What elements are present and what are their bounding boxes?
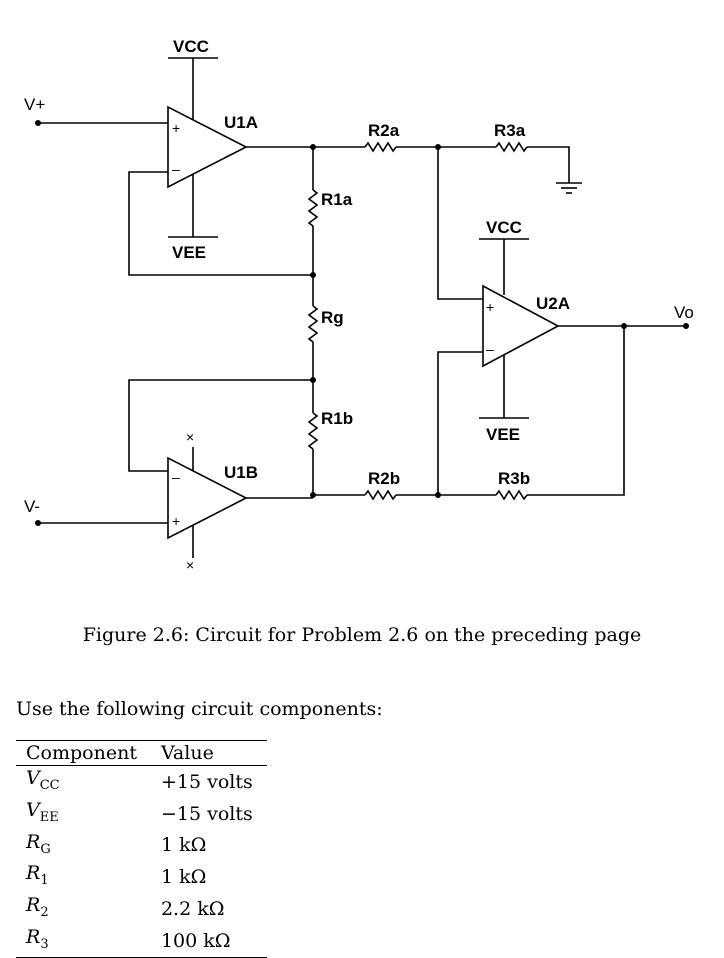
intro-text: Use the following circuit components: bbox=[16, 698, 383, 720]
u2a-minus-pin: – bbox=[486, 341, 494, 357]
value-cell: 1 kΩ bbox=[160, 834, 207, 857]
rg-label: Rg bbox=[321, 308, 344, 327]
table-row: RG 1 kΩ bbox=[16, 830, 267, 862]
value-cell: 1 kΩ bbox=[160, 866, 207, 889]
r2a-label: R2a bbox=[368, 121, 400, 140]
r2b-label: R2b bbox=[368, 469, 400, 488]
resistor-r2a bbox=[364, 141, 397, 153]
table-row: VEE −15 volts bbox=[16, 798, 267, 830]
u2a-plus-wire bbox=[437, 147, 483, 300]
r3b-label: R3b bbox=[498, 469, 530, 488]
r1a-label: R1a bbox=[321, 190, 353, 209]
opamp-u1a bbox=[167, 105, 248, 189]
circuit-diagram: VCC VEE V+ + – U1A R1a Rg R1b – + U1B × … bbox=[24, 37, 694, 573]
header-value: Value bbox=[150, 740, 267, 766]
value-cell: 2.2 kΩ bbox=[160, 898, 225, 921]
r1b-label: R1b bbox=[321, 409, 353, 428]
table-row: R2 2.2 kΩ bbox=[16, 893, 267, 925]
u1a-minus-pin: – bbox=[172, 161, 180, 177]
value-cell: +15 volts bbox=[160, 770, 253, 793]
header-component: Component bbox=[16, 740, 151, 766]
u2a-plus-pin: + bbox=[486, 299, 494, 315]
component-cell: R1 bbox=[26, 862, 49, 889]
value-cell: 100 kΩ bbox=[150, 924, 267, 958]
u2a-label: U2A bbox=[536, 294, 570, 313]
table-row: R1 1 kΩ bbox=[16, 861, 267, 893]
figure-caption: Figure 2.6: Circuit for Problem 2.6 on t… bbox=[82, 624, 642, 646]
u1a-label: U1A bbox=[224, 113, 258, 132]
vplus-label: V+ bbox=[24, 95, 45, 114]
resistor-r1a bbox=[307, 189, 319, 227]
u1b-nc-top: × bbox=[186, 429, 194, 445]
resistor-r3a bbox=[495, 141, 528, 153]
r3a-label: R3a bbox=[494, 121, 526, 140]
u1b-minus-pin: – bbox=[172, 469, 180, 485]
table-row: VCC +15 volts bbox=[16, 766, 267, 798]
u1a-plus-pin: + bbox=[172, 120, 180, 136]
vee-label-left: VEE bbox=[172, 243, 206, 262]
table-row: R3 100 kΩ bbox=[16, 924, 267, 958]
u1b-feedback-wire bbox=[128, 379, 313, 472]
u1b-nc-bottom: × bbox=[186, 557, 194, 573]
u1a-feedback-wire bbox=[128, 171, 313, 276]
u2a-minus-wire bbox=[437, 351, 483, 495]
value-cell: −15 volts bbox=[160, 802, 253, 825]
opamp-u2a bbox=[482, 284, 560, 368]
vee-label-right: VEE bbox=[486, 425, 520, 444]
u1b-label: U1B bbox=[224, 463, 258, 482]
resistor-r3b bbox=[495, 489, 528, 501]
component-cell: RG bbox=[26, 830, 51, 857]
vo-terminal bbox=[683, 323, 689, 329]
u1b-plus-pin: + bbox=[172, 513, 180, 529]
r3a-ground-wire bbox=[527, 146, 570, 183]
vcc-label-top: VCC bbox=[173, 37, 209, 56]
component-cell: R2 bbox=[26, 894, 49, 920]
table-header-row: Component Value bbox=[16, 740, 267, 766]
opamp-u1b bbox=[167, 456, 248, 540]
vo-label: Vo bbox=[674, 303, 694, 322]
vcc-label-right: VCC bbox=[486, 218, 522, 237]
component-cell: VCC bbox=[26, 767, 60, 793]
component-cell: VEE bbox=[26, 798, 59, 825]
resistor-rg bbox=[307, 305, 319, 343]
resistor-r1b bbox=[307, 412, 319, 450]
vminus-label: V- bbox=[24, 497, 40, 516]
components-table: Component Value VCC +15 volts VEE −15 vo… bbox=[16, 740, 267, 958]
resistor-r2b bbox=[364, 489, 397, 501]
component-cell: R3 bbox=[16, 924, 151, 958]
r3b-feedback-wire bbox=[527, 326, 625, 496]
